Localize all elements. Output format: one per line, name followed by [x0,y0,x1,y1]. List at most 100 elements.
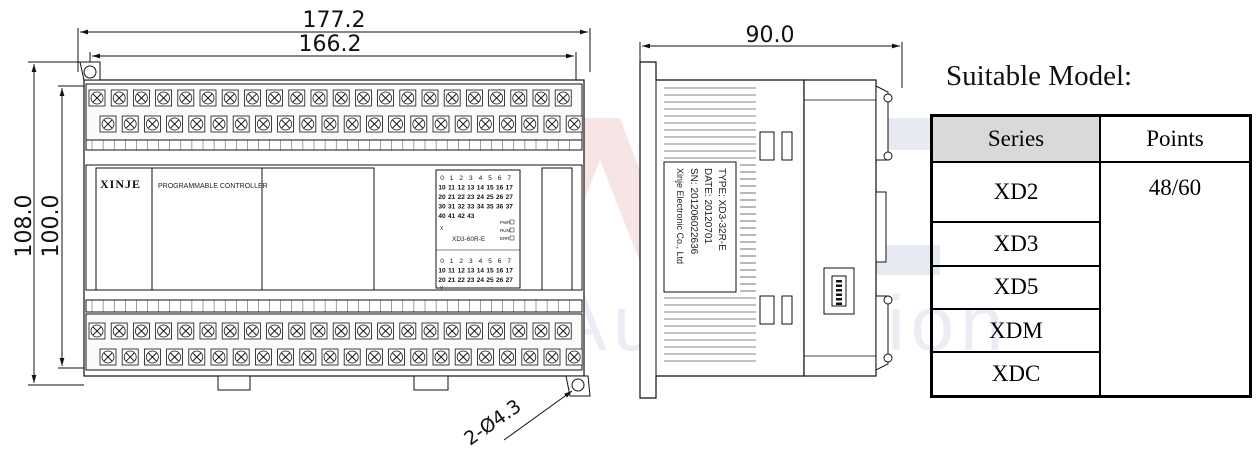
bottom-terminal-block [88,322,583,366]
input-led-label: 2 [459,175,463,182]
din-clip-left [217,375,251,391]
output-led-label: 21 [448,277,456,284]
output-led-label: 1 [450,258,454,265]
input-led-label: 26 [496,194,504,201]
input-led-label: 6 [498,175,502,182]
input-led-label: 34 [477,204,485,211]
side-vents [664,87,756,362]
output-led-label: 23 [467,277,475,284]
series-header: Series [930,114,1101,163]
output-led-label: 2 [459,258,463,265]
input-led-label: 0 [440,175,444,182]
input-led-label: 17 [506,185,514,192]
points-cell-empty [1099,265,1252,310]
input-led-label: 3 [469,175,473,182]
bottom-label-strip [91,300,570,312]
output-led-label: 14 [477,268,485,275]
input-led-label: 11 [448,185,455,192]
side-sn: SN: 201206022636 [688,168,699,255]
status-led-label: ERR [500,236,510,241]
output-led-label: 6 [498,258,502,265]
suitable-model-title: Suitable Model: [946,60,1133,92]
suitable-model-table: Series Points XD2 48/60 XD3 XD5 XDM XDC [930,114,1252,398]
mount-hole-top [83,65,97,79]
output-marker: Y [440,286,444,292]
input-led-label: 35 [486,204,494,211]
status-led-label: PWR [500,220,511,225]
dim-hole-spec: 2-Ø4.3 [460,395,525,450]
series-cell: XD5 [930,264,1101,311]
brand-logo: XINJE [100,177,141,191]
top-terminal-block [88,89,583,133]
input-led-label: 30 [438,204,446,211]
input-led-label: 22 [458,194,466,201]
input-led-label: 42 [458,213,466,220]
output-led-label: 16 [496,268,504,275]
output-led-label: 24 [477,277,485,284]
side-view: 90.0 TYPE: XD3-32R-E DATE: 20120701 SN: … [639,23,903,399]
series-cell: XDM [930,308,1101,354]
input-led-label: 10 [438,185,446,192]
front-view: 177.2 166.2 108.0 100.0 XINJE [12,8,591,450]
output-led-label: 27 [506,277,514,284]
dim-overall-width: 177.2 [303,8,366,33]
side-label-plate: TYPE: XD3-32R-E DATE: 20120701 SN: 20120… [675,168,727,264]
panel-label: PROGRAMMABLE CONTROLLER [158,183,268,190]
input-led-label: 15 [486,185,494,192]
output-led-label: 4 [479,258,483,265]
input-led-label: 20 [438,194,446,201]
side-date: DATE: 20120701 [702,168,713,244]
series-cell: XDC [930,351,1101,398]
input-led-label: 31 [448,204,456,211]
input-led-label: 14 [477,185,485,192]
dim-mounting-width: 166.2 [299,32,362,57]
input-led-label: 12 [458,185,466,192]
output-led-label: 17 [506,268,514,275]
din-clip-right [413,375,449,391]
output-led-label: 15 [486,268,494,275]
output-led-label: 7 [507,258,511,265]
output-led-label: 3 [469,258,473,265]
input-led-label: 16 [496,185,504,192]
output-led-label: 10 [438,268,446,275]
input-led-label: 36 [496,204,504,211]
series-cell: XD2 [930,160,1101,224]
side-type: TYPE: XD3-32R-E [716,168,727,251]
series-cell: XD3 [930,221,1101,267]
input-led-label: 41 [448,213,456,220]
points-cell: 48/60 [1099,160,1252,223]
mount-hole-bottom [571,378,585,392]
side-maker: Xinje Electronic Co., Ltd [675,168,685,264]
dim-overall-height: 108.0 [12,195,37,258]
output-led-label: 5 [488,258,492,265]
input-led-label: 24 [477,194,485,201]
input-led-label: 32 [458,204,466,211]
input-led-label: 1 [450,175,454,182]
points-cell-empty [1099,352,1252,398]
input-led-label: 25 [486,194,494,201]
input-led-label: 13 [467,185,475,192]
input-led-label: 43 [467,213,475,220]
input-led-label: 21 [448,194,456,201]
input-led-label: 37 [506,204,514,211]
points-cell-empty [1099,309,1252,353]
input-led-label: 33 [467,204,475,211]
top-label-strip [91,140,570,150]
input-led-label: 4 [479,175,483,182]
input-led-label: 5 [488,175,492,182]
output-led-label: 26 [496,277,504,284]
output-led-label: 20 [438,277,446,284]
output-led-label: 11 [448,268,455,275]
output-led-label: 22 [458,277,466,284]
output-led-label: 25 [486,277,494,284]
dim-mounting-height: 100.0 [39,195,64,258]
output-led-label: 13 [467,268,475,275]
input-led-label: 23 [467,194,475,201]
input-led-label: 40 [438,213,446,220]
points-cell-empty [1099,222,1252,266]
status-led-label: RUN [500,228,510,233]
dim-side-depth: 90.0 [746,23,795,48]
panel-model: XD3-60R-E [452,236,486,243]
